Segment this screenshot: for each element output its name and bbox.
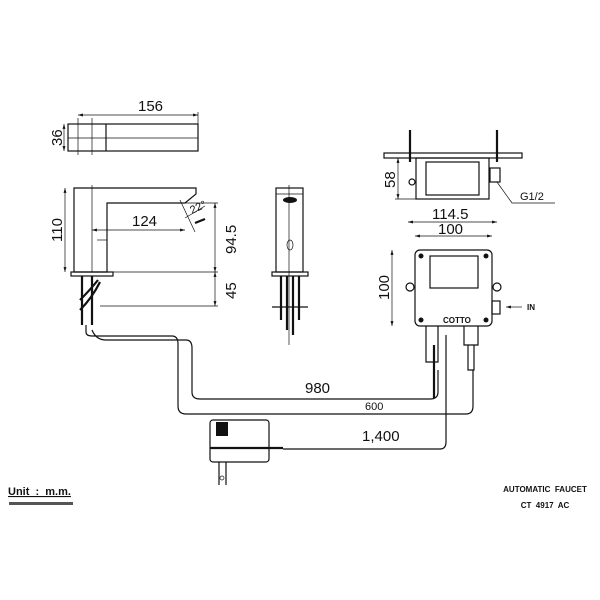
faucet-side-view: 110 124 22° 94.5 45	[49, 185, 240, 325]
sensor-eye-icon	[283, 197, 297, 203]
hoses: 980 600 1,400	[85, 325, 474, 450]
control-box-top-view: 58 G1/2	[382, 130, 555, 204]
dim-hose-sensor: 980	[305, 380, 330, 397]
dim-hose-supply: 600	[365, 401, 383, 413]
dim-box-width: 100	[438, 221, 463, 238]
power-adapter	[209, 419, 283, 485]
dim-body-height: 110	[49, 218, 66, 242]
dim-inlet-thread: G1/2	[520, 191, 544, 203]
control-box-front-view: COTTO 114.5 100 100 IN	[376, 206, 535, 371]
dim-base-depth: 45	[223, 282, 240, 299]
faucet-front-view	[271, 185, 309, 345]
dim-top-length: 156	[138, 98, 163, 115]
box-brand-logo: COTTO	[443, 316, 471, 325]
dim-box-outer-width: 114.5	[432, 206, 468, 223]
dim-power-cable: 1,400	[362, 428, 400, 445]
dim-box-height: 100	[376, 275, 393, 300]
faucet-top-view: 156 36	[49, 98, 199, 155]
unit-label: Unit : m.m.	[8, 486, 71, 498]
dim-spout-angle: 22°	[188, 199, 208, 217]
inlet-label: IN	[527, 303, 535, 312]
dim-spout-height: 94.5	[223, 225, 240, 254]
dim-spout-reach: 124	[132, 213, 157, 230]
dim-top-height: 36	[49, 129, 66, 146]
product-name: AUTOMATIC FAUCET	[503, 485, 587, 494]
dim-box-mount-height: 58	[382, 171, 399, 188]
model-number: CT 4917 AC	[521, 501, 570, 510]
unit-underline	[9, 502, 73, 505]
